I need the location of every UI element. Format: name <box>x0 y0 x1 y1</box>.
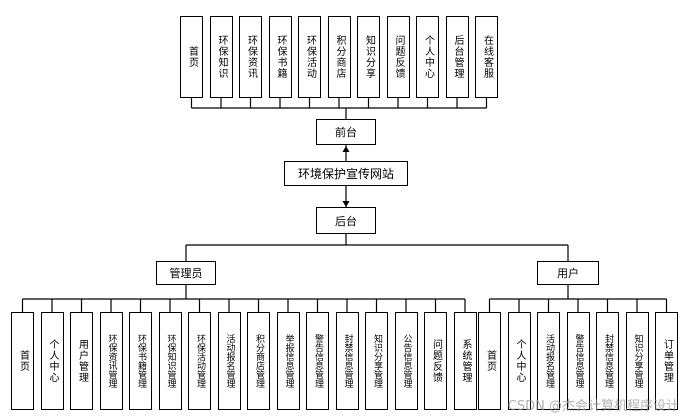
front-module-0: 首页 <box>180 16 203 98</box>
front-arrow <box>342 146 350 152</box>
admin-module-1: 个人中心 <box>40 312 64 410</box>
front-module-9: 后台管理 <box>445 16 469 98</box>
back-arrow <box>342 201 350 207</box>
center-node-website: 环境保护宣传网站 <box>284 161 408 186</box>
admin-module-7: 活动报名管理 <box>217 312 241 410</box>
csdn-watermark: CSDN @杰会计算机程序设计 <box>507 399 679 414</box>
front-module-5: 积分商店 <box>327 16 351 98</box>
admin-module-4: 环保书籍管理 <box>129 312 152 410</box>
admin-module-11: 封禁信息管理 <box>335 312 359 410</box>
back-node: 后台 <box>316 207 376 234</box>
user-module-5: 知识分享管理 <box>625 312 649 410</box>
user-node: 用户 <box>537 261 599 285</box>
admin-module-8: 积分商店管理 <box>247 312 270 410</box>
front-module-3: 环保书籍 <box>268 16 292 98</box>
admin-module-3: 环保资讯管理 <box>99 312 123 410</box>
admin-node: 管理员 <box>156 261 216 285</box>
front-module-10: 在线客服 <box>475 16 498 98</box>
user-module-2: 活动报名管理 <box>537 312 560 410</box>
admin-module-9: 举报信息管理 <box>276 312 300 410</box>
admin-module-15: 系统管理 <box>453 312 477 410</box>
admin-module-6: 环保活动管理 <box>188 312 211 410</box>
front-module-2: 环保资讯 <box>239 16 262 98</box>
user-module-1: 个人中心 <box>507 312 531 410</box>
user-module-0: 首页 <box>478 312 501 410</box>
admin-module-5: 环保知识管理 <box>158 312 182 410</box>
user-module-4: 封禁信息管理 <box>596 312 619 410</box>
user-module-3: 警告信息管理 <box>566 312 590 410</box>
front-module-8: 个人中心 <box>416 16 439 98</box>
admin-module-14: 问题反馈 <box>424 312 447 410</box>
admin-module-0: 首页 <box>11 312 34 410</box>
admin-module-10: 警告信息管理 <box>306 312 329 410</box>
admin-module-13: 公告信息管理 <box>394 312 418 410</box>
admin-module-2: 用户管理 <box>70 312 93 410</box>
front-module-1: 环保知识 <box>209 16 233 98</box>
front-module-4: 环保活动 <box>298 16 321 98</box>
user-module-6: 订单管理 <box>655 312 678 410</box>
front-node: 前台 <box>316 119 376 145</box>
front-module-6: 知识分享 <box>357 16 380 98</box>
front-module-7: 问题反馈 <box>386 16 410 98</box>
admin-module-12: 知识分享管理 <box>365 312 388 410</box>
